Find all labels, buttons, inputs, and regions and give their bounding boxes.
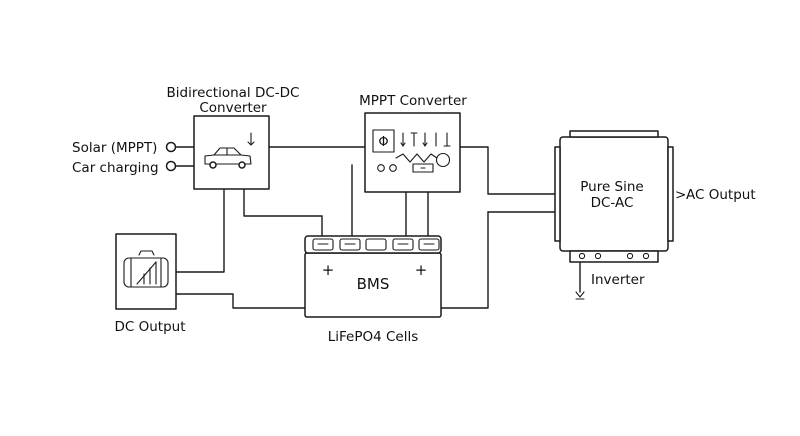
inverter-label: Inverter (591, 272, 645, 288)
wire-mppt-inverter-top (459, 146, 561, 195)
inverter-title-line2: DC-AC (591, 195, 634, 211)
output-socket-icon (123, 250, 169, 288)
ground-icon (575, 291, 585, 300)
solar-terminal (165, 141, 177, 153)
dc-output-body (115, 233, 177, 310)
cells-label: LiFePO4 Cells (328, 329, 419, 345)
bms-label: BMS (357, 275, 390, 293)
battery-box (304, 235, 442, 318)
dc-output-box (115, 233, 177, 310)
battery-plus-left: + (322, 261, 335, 279)
dcdc-box (193, 115, 270, 190)
phi-symbol: Φ (378, 135, 388, 150)
wire-battery-inverter (440, 211, 489, 309)
car-icon (204, 132, 255, 169)
inverter-bottom-ridge (569, 250, 659, 263)
inverter-title-line1: Pure Sine (580, 179, 644, 195)
mppt-converter-box: Φ (364, 112, 461, 193)
dcdc-title-line2: Converter (199, 100, 267, 116)
ac-output-arrow: > (675, 187, 686, 203)
ac-output-label: AC Output (686, 187, 756, 203)
car-terminal (165, 160, 177, 172)
dc-output-label: DC Output (114, 319, 185, 335)
connection-lines (175, 146, 581, 309)
mppt-title: MPPT Converter (359, 93, 467, 109)
inverter-top-ridge (569, 130, 659, 138)
inverter-side-right (667, 146, 674, 242)
circuit-symbol-icon (395, 132, 451, 173)
battery-top (304, 235, 442, 254)
dcdc-title-line1: Bidirectional DC-DC (166, 85, 299, 101)
inverter-box (554, 130, 674, 263)
wire-dcout-battery (175, 293, 306, 309)
inverter-side-left (554, 146, 561, 242)
dcdc-converter-box (193, 115, 270, 190)
battery-plus-right: + (415, 261, 428, 279)
input-terminals (165, 141, 177, 172)
solar-label: Solar (MPPT) (72, 140, 157, 156)
wire-dcdc-battery (243, 188, 323, 244)
wire-dcdc-dcout (175, 188, 225, 273)
car-charging-label: Car charging (72, 160, 159, 176)
